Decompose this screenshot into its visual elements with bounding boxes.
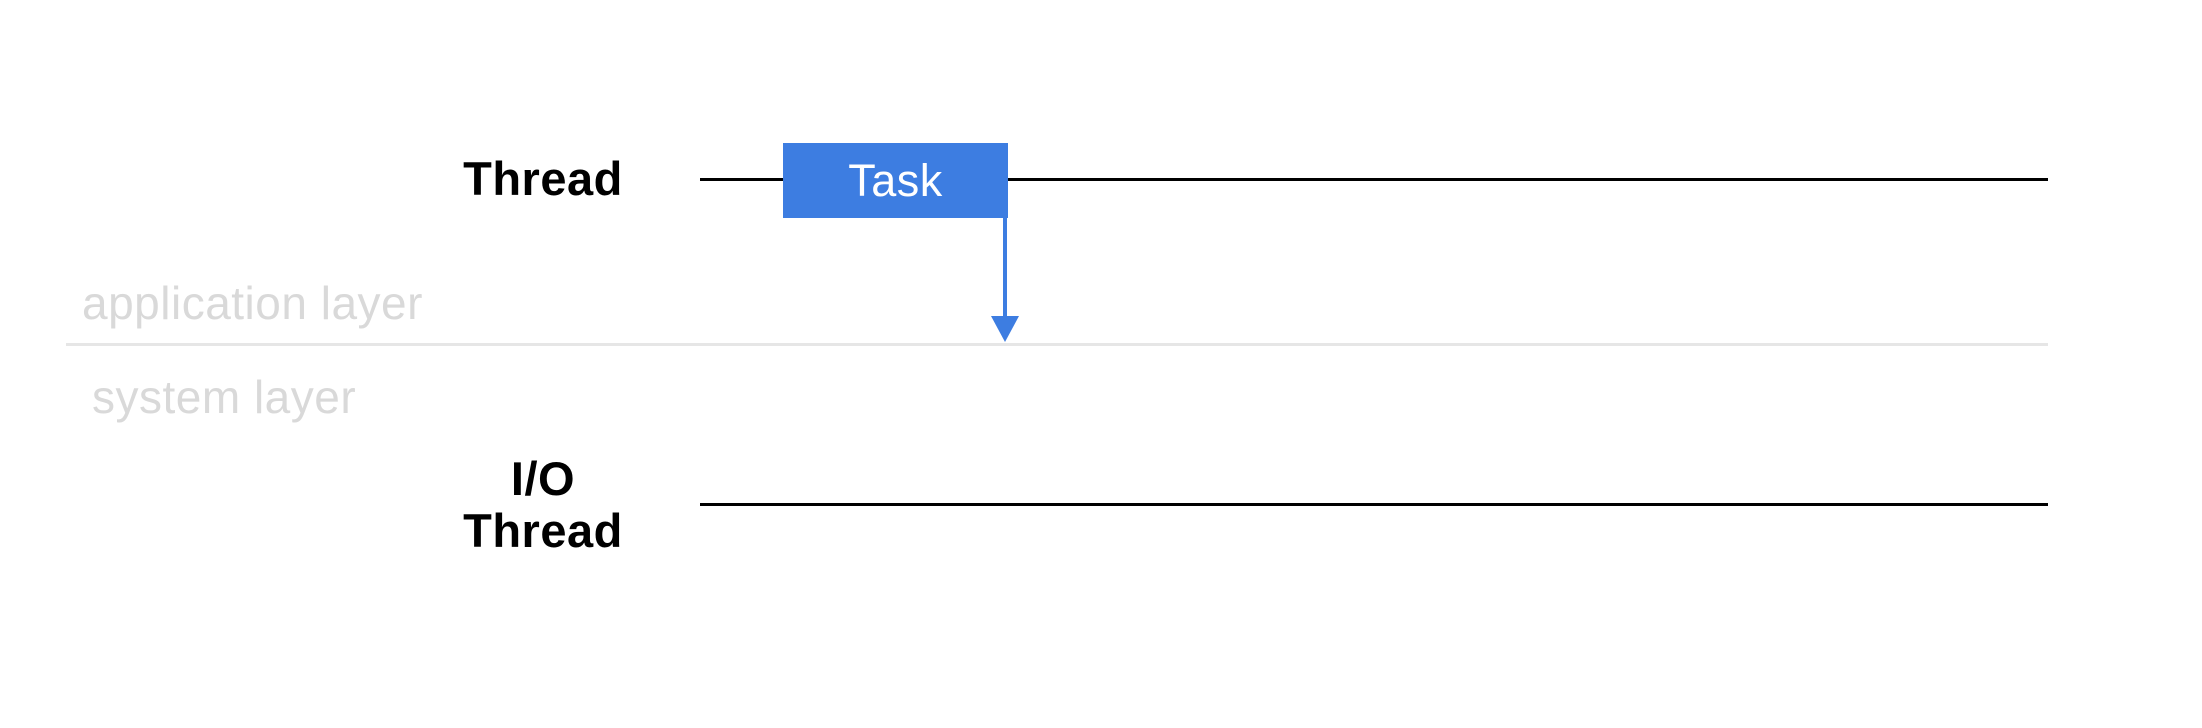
io-thread-timeline-line xyxy=(700,503,2048,506)
thread-lane-label: Thread xyxy=(463,152,623,205)
task-dispatch-arrow-line xyxy=(1003,218,1007,318)
arrow-down-icon xyxy=(991,316,1019,342)
task-label: Task xyxy=(848,154,943,206)
io-thread-label-line2: Thread xyxy=(463,504,623,557)
thread-timeline-line xyxy=(700,178,2048,181)
task-box: Task xyxy=(783,143,1008,218)
application-layer-label: application layer xyxy=(82,277,423,329)
io-thread-label-line1: I/O xyxy=(510,452,576,505)
layer-divider-line xyxy=(66,343,2048,346)
system-layer-label: system layer xyxy=(92,371,357,423)
io-thread-lane-label: I/O Thread xyxy=(433,453,653,557)
